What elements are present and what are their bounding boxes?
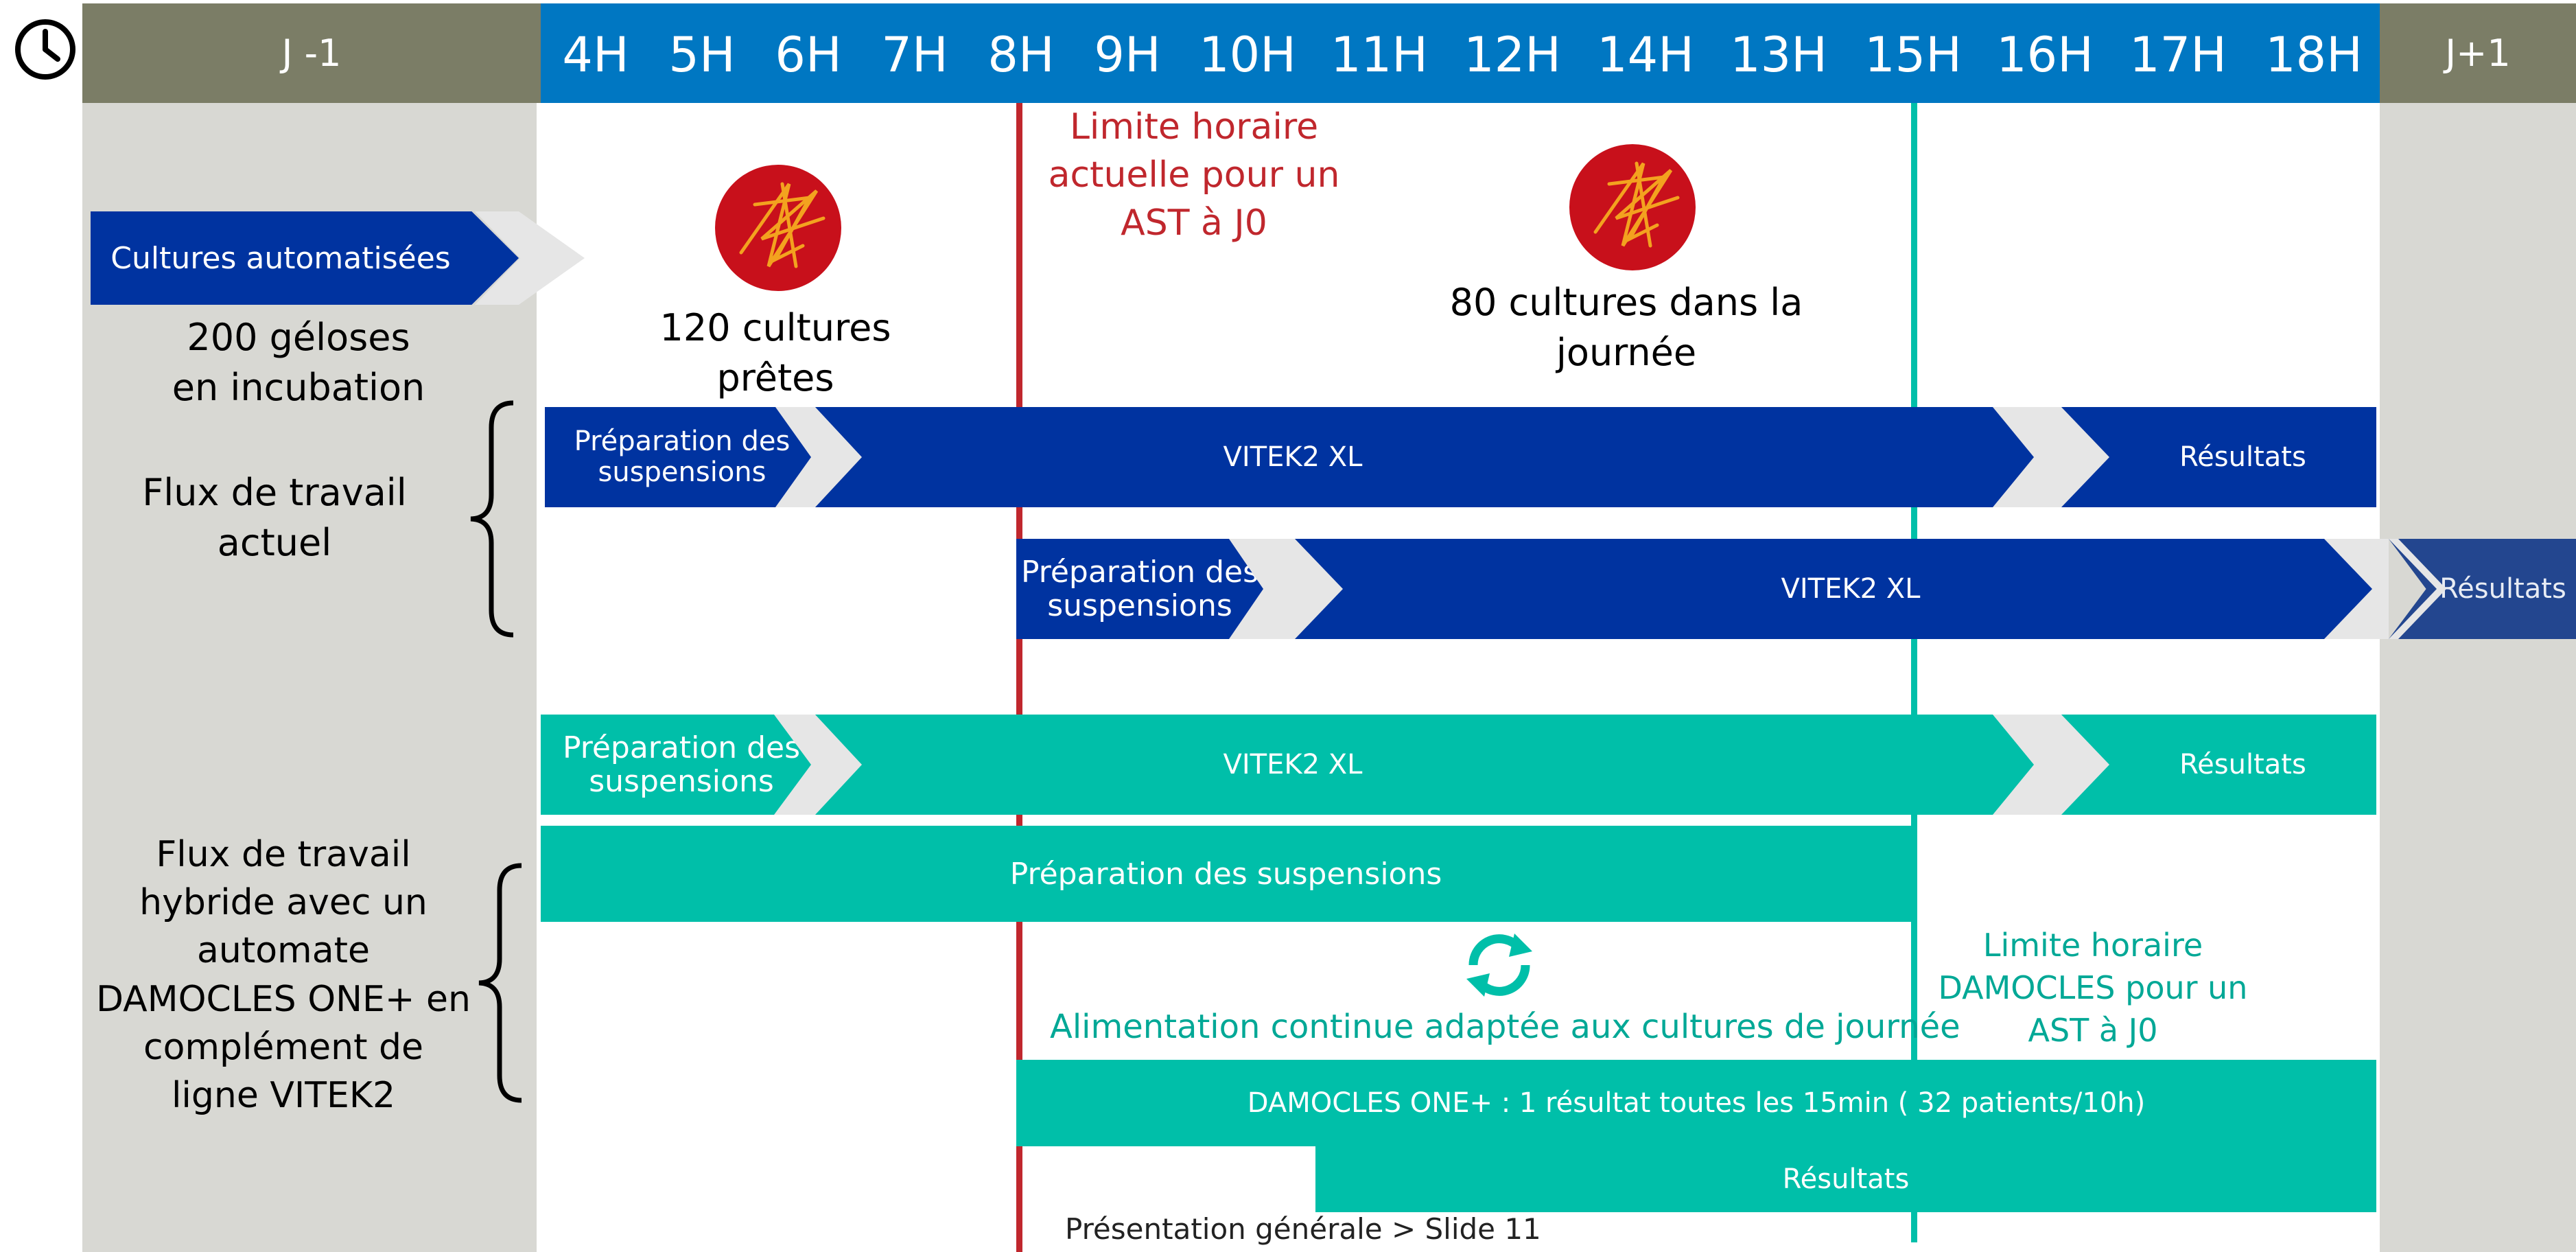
hour-header: 4H 5H 6H 7H 8H 9H 10H 11H 12H 14H 13H 15H 16H 17H 18H (541, 3, 2380, 103)
hour-label: 13H (1730, 27, 1827, 83)
hour-label: 14H (1597, 27, 1694, 83)
hour-label: 18H (2265, 27, 2363, 83)
hybrid-row1-prep: Préparation des suspensions (562, 730, 801, 799)
culture-plate-morning (714, 163, 843, 292)
culture-plate-day (1568, 143, 1697, 272)
current-row2-prep: Préparation des suspensions (1020, 554, 1259, 623)
hybrid-row1-result: Résultats (2179, 748, 2306, 780)
hour-label: 15H (1864, 27, 1962, 83)
damocles-limit-text: Limite horaire DAMOCLES pour un AST à J0 (1938, 927, 2248, 1050)
hour-label: 8H (987, 27, 1055, 83)
damocles-bar-label: DAMOCLES ONE+ : 1 résultat toutes les 15… (1247, 1087, 2146, 1119)
damocles-limit-line (1911, 103, 1917, 1242)
current-row1-main: VITEK2 XL (1223, 441, 1363, 473)
hybrid-flow-label: Flux de travail hybride avec un automate… (96, 834, 471, 1116)
hour-label: 6H (775, 27, 842, 83)
damocles-result-label: Résultats (1782, 1163, 1910, 1195)
hour-label: 4H (562, 27, 629, 83)
day-after-label: J+1 (2445, 32, 2511, 75)
current-row2-chevron-c (2389, 539, 2446, 639)
hour-label: 5H (668, 27, 736, 83)
hour-label: 10H (1199, 27, 1296, 83)
footer-text: Présentation générale > Slide 11 (1065, 1212, 1541, 1246)
automated-cultures-label: Cultures automatisées (110, 240, 451, 276)
automated-cultures-arrow: Cultures automatisées (91, 211, 519, 305)
cultures-morning-text: 120 cultures prêtes (659, 306, 891, 399)
hour-label: 16H (1996, 27, 2094, 83)
current-limit-text: Limite horaire actuelle pour un AST à J0 (1048, 106, 1340, 244)
hybrid-row1-chevron-a (774, 715, 862, 815)
current-row1-result: Résultats (2179, 441, 2306, 473)
hybrid-flow-brace (473, 863, 528, 1106)
current-row2-chevron-a (1229, 539, 1343, 639)
current-row2-chevron-b (2324, 539, 2389, 639)
damocles-result-bar: Résultats (1315, 1146, 2376, 1212)
current-limit-line (1016, 103, 1022, 1252)
current-row1-chevron-a (775, 407, 862, 507)
hybrid-prep-long-bar: Préparation des suspensions (541, 826, 1911, 922)
hour-label: 9H (1094, 27, 1161, 83)
automated-cultures-chevron (475, 211, 585, 305)
current-row1-chevron-b (1993, 407, 2109, 507)
day-before-label: J -1 (281, 32, 342, 75)
refresh-icon (1458, 924, 1541, 1006)
current-row1-prep: Préparation des suspensions (574, 426, 791, 488)
hour-label: 7H (881, 27, 948, 83)
current-row2-result: Résultats (2439, 573, 2566, 605)
day-after-column (2380, 103, 2576, 1252)
current-row2-main: VITEK2 XL (1781, 572, 1921, 605)
hybrid-prep-long-label: Préparation des suspensions (1009, 856, 1442, 892)
hour-label: 11H (1331, 27, 1428, 83)
damocles-bar: DAMOCLES ONE+ : 1 résultat toutes les 15… (1016, 1060, 2376, 1146)
day-after-header: J+1 (2380, 3, 2576, 103)
hybrid-row1-bar: Préparation des suspensions VITEK2 XL Ré… (541, 715, 2376, 815)
clock-icon (12, 16, 78, 82)
current-row1-bar: Préparation des suspensions VITEK2 XL Ré… (545, 407, 2376, 507)
hour-labels: 4H 5H 6H 7H 8H 9H 10H 11H 12H 14H 13H 15H 16H 17H 18H (0, 3, 2576, 103)
current-row2-result-bar: Résultats (2389, 539, 2576, 639)
incubation-text: 200 géloses en incubation (172, 316, 425, 409)
current-row2-bar: Préparation des suspensions VITEK2 XL (1016, 539, 2389, 639)
hybrid-row1-main: VITEK2 XL (1223, 748, 1363, 780)
day-before-header: J -1 (82, 3, 541, 103)
cultures-day-text: 80 cultures dans la journée (1449, 281, 1803, 374)
current-flow-label: Flux de travail actuel (142, 471, 407, 564)
hour-label: 17H (2129, 27, 2227, 83)
hybrid-row1-chevron-b (1993, 715, 2109, 815)
current-flow-brace (465, 400, 520, 640)
continuous-feed-text: Alimentation continue adaptée aux cultur… (1050, 1008, 1960, 1046)
hour-label: 12H (1464, 27, 1561, 83)
